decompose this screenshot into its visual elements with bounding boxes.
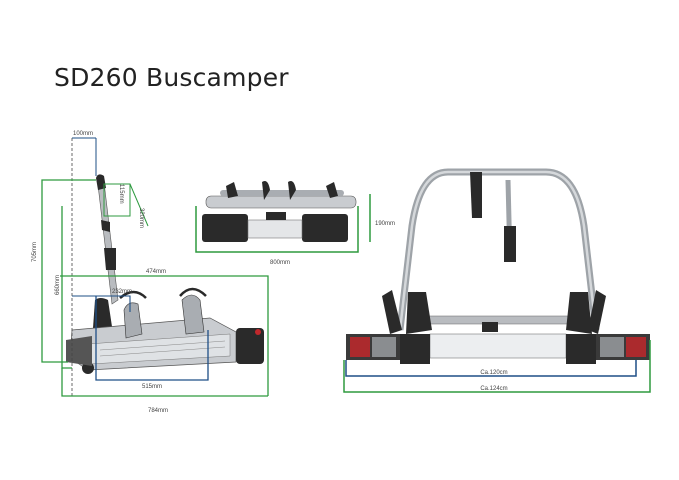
mid-height-label: 660mm [55, 275, 61, 295]
overall-height-label: 705mm [32, 242, 38, 262]
offset-dimension-label: 100mm [73, 131, 93, 137]
side-view-carrier-drawing [66, 174, 264, 374]
top-view: 800mm 190mm [195, 181, 395, 266]
overall-length-label: 784mm [148, 408, 168, 414]
rear-view-outer-width-label: Ca.124cm [480, 386, 507, 392]
holder-height-label: 115mm [118, 184, 124, 204]
rear-view: Ca.120cm Ca.124cm [343, 168, 651, 393]
page-title: SD260 Buscamper [54, 63, 289, 92]
top-view-carrier-drawing [202, 181, 357, 242]
platform-length-label: 474mm [146, 269, 166, 275]
wheel-gap-label: 232mm [112, 289, 132, 295]
rear-view-inner-width-label: Ca.120cm [480, 370, 507, 376]
rear-view-carrier-drawing [346, 168, 650, 364]
holder-span-label: 320mm [138, 208, 144, 228]
tray-length-label: 515mm [142, 384, 162, 390]
top-view-height-label: 190mm [375, 221, 395, 227]
side-view: 100mm 115mm 320mm 705mm 660mm 474mm 232m… [32, 131, 269, 414]
top-view-width-label: 800mm [270, 260, 290, 266]
